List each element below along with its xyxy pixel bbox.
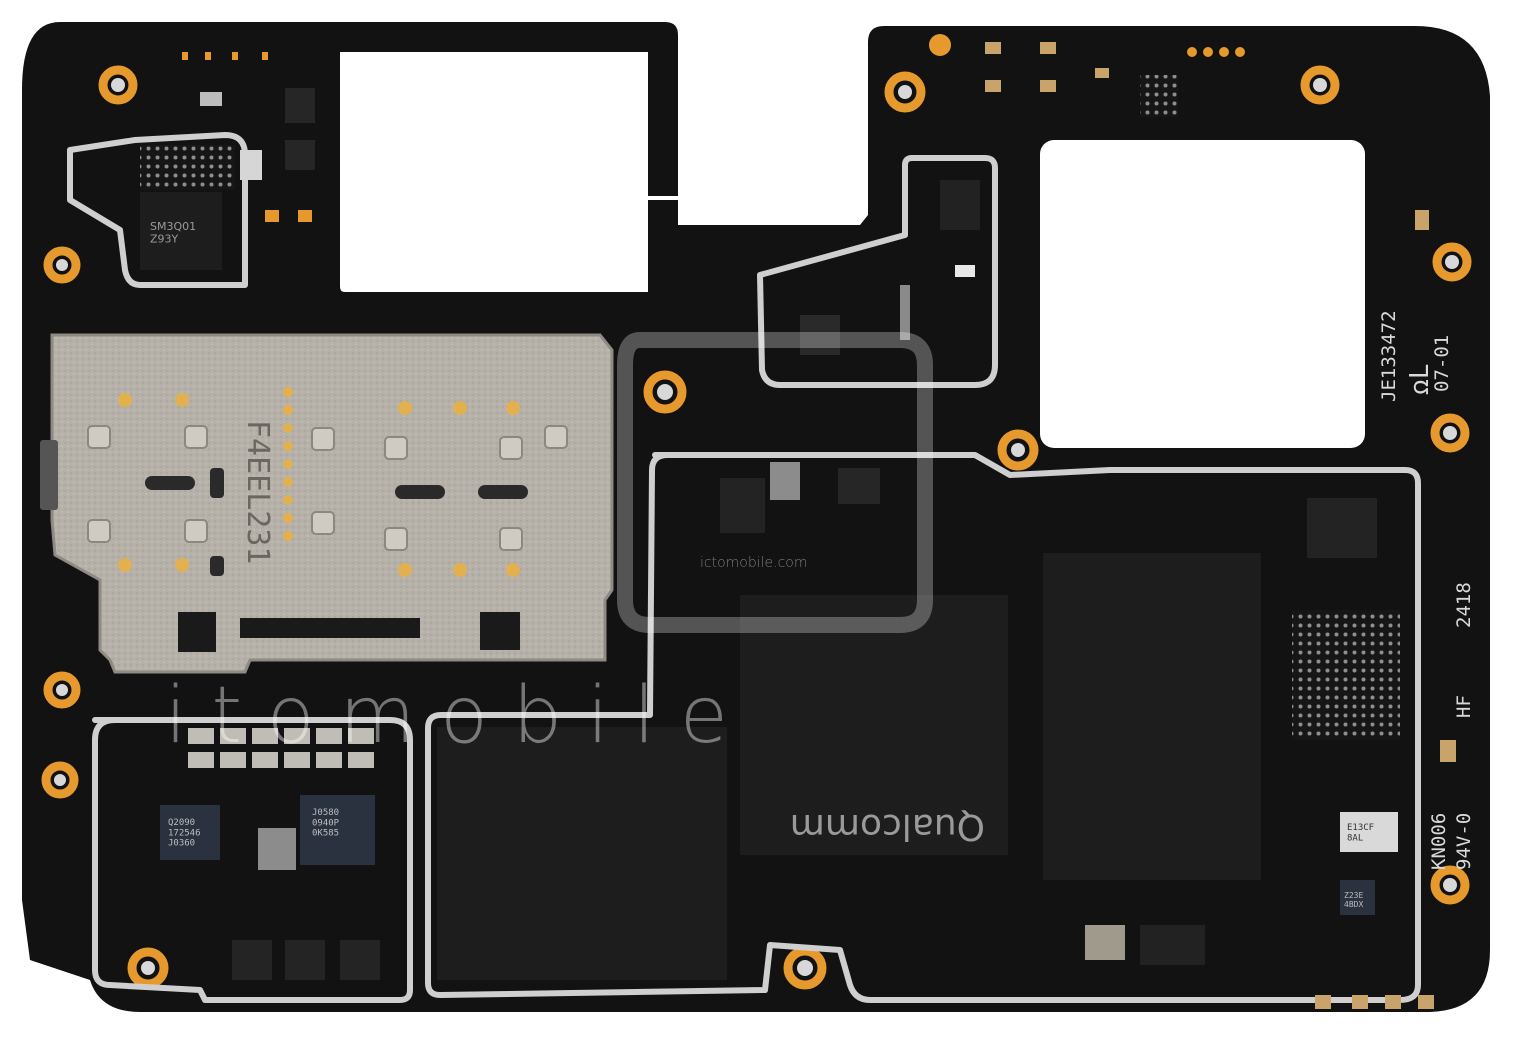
watermark-brand: i t o m o b i l e: [165, 671, 728, 761]
soc-brand: Qualcomm: [790, 806, 985, 847]
watermark: i t o m o b i l e ictomobile.com: [165, 332, 933, 761]
rating-line-1: KN006: [1428, 813, 1450, 870]
board-cutouts: [0, 0, 1365, 448]
sim-tray: F4EEL231: [40, 333, 614, 674]
shield-frames: [67, 132, 1421, 1003]
cert-date: 07-01: [1431, 335, 1453, 392]
ul-mark: ꭥL: [1405, 364, 1435, 395]
mounting-holes: [41, 34, 1472, 990]
watermark-url: ictomobile.com: [700, 555, 807, 571]
rating-line-2: 94V-0: [1453, 813, 1475, 870]
board-markings: JE133472 07-01 ꭥL 2418 HF KN006 94V-0: [1378, 310, 1475, 870]
storage-chip: [437, 727, 727, 980]
cert-code: JE133472: [1378, 310, 1400, 402]
top-right-components: [800, 42, 1429, 355]
memory-chip: [1043, 553, 1261, 880]
date-code: 2418: [1453, 582, 1475, 628]
sim-tray-code: F4EEL231: [240, 420, 275, 565]
soc-chip: [740, 595, 1008, 855]
hf-mark: HF: [1453, 695, 1475, 718]
